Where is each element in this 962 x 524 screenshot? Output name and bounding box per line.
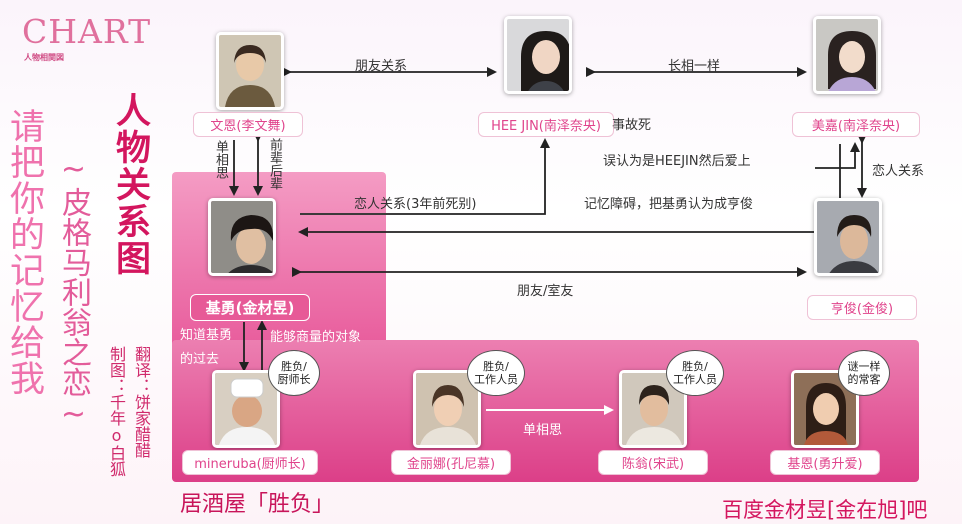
chen-bubble-line2: 工作人员	[673, 373, 717, 386]
chart-logo-subtitle: 人物相関図	[24, 53, 64, 62]
lovers-dead-label: 恋人关系(3年前死别)	[354, 197, 477, 212]
jien-bubble-line1: 谜一样	[847, 360, 881, 373]
producer-credit: 制图：千年o白狐	[107, 346, 126, 477]
footer-credit: 百度金材昱[金在旭]吧	[722, 498, 928, 522]
mistake-label: 误认为是HEEJIN然后爱上	[603, 154, 751, 169]
mistake-arrow	[815, 142, 860, 169]
chef-bubble-line2: 厨师长	[277, 373, 311, 386]
lovers-dead-arrow	[300, 138, 550, 215]
jin-lina-photo	[413, 370, 481, 448]
look-alike-label: 长相一样	[668, 59, 721, 74]
hee-jin-note: 事故死	[612, 118, 652, 133]
drama-subtitle: ~皮格马利翁之恋~	[56, 152, 91, 432]
hee-jin-photo	[504, 16, 572, 94]
chen-weng-name: 陈翁(宋武)	[598, 450, 708, 475]
senior-junior-label: 前辈后辈	[267, 138, 282, 190]
mineruba-photo	[212, 370, 280, 448]
consult-label: 能够商量的对象	[270, 330, 362, 345]
chart-logo: CHART	[22, 12, 152, 51]
ji-yong-photo	[208, 198, 276, 276]
heng-jun-name: 亨俊(金俊)	[807, 295, 917, 320]
roommate-label: 朋友/室友	[517, 284, 574, 299]
translator-credit: 翻译：饼家醋醋	[132, 346, 151, 458]
chef-bubble: 胜负/厨师长	[268, 350, 320, 396]
wen-en-photo	[216, 32, 284, 110]
jien-bubble: 谜一样的常客	[838, 350, 890, 396]
chen-bubble-line1: 胜负/	[682, 360, 708, 373]
ji-yong-name: 基勇(金材昱)	[190, 294, 310, 321]
mineruba-name: mineruba(厨师长)	[182, 450, 318, 475]
knows-past-label-1: 知道基勇	[180, 328, 233, 343]
mei-jia-photo	[813, 16, 881, 94]
lovers-label: 恋人关系	[872, 164, 925, 179]
heng-jun-photo	[814, 198, 882, 276]
one-sided-label-v: 单相思	[213, 140, 228, 179]
ji-en-photo	[791, 370, 859, 448]
lina-bubble-line2: 工作人员	[474, 373, 518, 386]
knows-past-label-2: 的过去	[180, 352, 220, 367]
chen-bubble: 胜负/工作人员	[666, 350, 724, 396]
jin-lina-name: 金丽娜(孔尼慕)	[391, 450, 511, 475]
wen-en-name: 文恩(李文舞)	[193, 112, 303, 137]
one-sided-label-h: 单相思	[523, 423, 563, 438]
friends-label: 朋友关系	[355, 59, 408, 74]
hee-jin-name: HEE JIN(南泽奈央)	[478, 112, 614, 137]
ji-en-name: 基恩(勇升爱)	[770, 450, 880, 475]
page-title: 人物关系图	[110, 92, 150, 277]
izakaya-label: 居酒屋「胜负」	[180, 492, 335, 517]
memory-arrow	[298, 144, 841, 237]
drama-title: 请把你的记忆给我	[4, 108, 44, 396]
memory-label: 记忆障碍，把基勇认为成亨俊	[584, 197, 754, 212]
lina-bubble: 胜负/工作人员	[467, 350, 525, 396]
lina-bubble-line1: 胜负/	[483, 360, 509, 373]
chef-bubble-line1: 胜负/	[281, 360, 307, 373]
mei-jia-name: 美嘉(南泽奈央)	[792, 112, 920, 137]
jien-bubble-line2: 的常客	[847, 373, 881, 386]
